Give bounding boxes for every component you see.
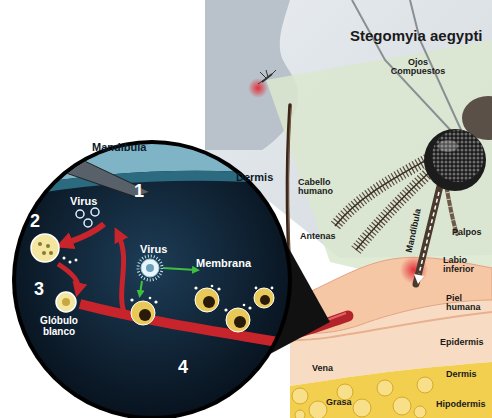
bite-spot [248, 78, 268, 98]
layer-label: Grasa [326, 398, 352, 407]
layer-label: Epidermis [440, 338, 484, 347]
skin-band [0, 0, 300, 190]
virus [138, 256, 162, 280]
part-label: Antenas [300, 232, 336, 241]
mandible-arrowhead [414, 274, 424, 284]
part-label: Virus [140, 244, 167, 256]
layer-label: Hipodermis [436, 400, 486, 409]
part-label: Virus [70, 196, 97, 208]
diagram-title: Stegomyia aegypti [350, 28, 483, 44]
layer-label: Dermis [236, 172, 273, 184]
eye-highlight [438, 140, 458, 152]
part-label: Ojos Compuestos [388, 58, 448, 77]
fat-layer [290, 362, 492, 418]
part-label: Vena [312, 364, 333, 373]
virus-particles [76, 208, 99, 227]
part-label: Piel humana [446, 294, 490, 313]
inset-background [0, 130, 300, 418]
red-arrows [58, 224, 290, 344]
part-label: Labio inferior [443, 256, 489, 275]
callout-number: 2 [30, 212, 40, 231]
mandible-stylet [28, 140, 150, 197]
inset [0, 0, 300, 418]
part-label: Mandíbula [404, 205, 424, 256]
mosquito-palps [446, 185, 457, 234]
callout-number: 1 [134, 182, 144, 201]
dermis-band [0, 171, 300, 200]
mosquito-antennae [335, 158, 434, 250]
infected-cells [131, 288, 274, 332]
callout-number: 4 [178, 358, 188, 377]
white-cell [56, 292, 76, 312]
white-cell [31, 234, 78, 264]
part-label: Mandíbula [92, 142, 146, 154]
compound-eye [432, 130, 484, 182]
part-label: Membrana [196, 258, 251, 270]
small-mosquito [258, 70, 276, 84]
part-label: Palpos [452, 228, 482, 237]
mosquito-head [424, 129, 486, 191]
green-arrows [140, 268, 196, 294]
part-label: Glóbulo blanco [34, 316, 84, 337]
layer-label: Dermis [446, 370, 477, 379]
part-label: Cabello humano [298, 178, 344, 197]
released-virus [130, 285, 273, 312]
mandible-arrow [419, 192, 439, 274]
zoom-cone [266, 40, 492, 300]
proboscis [416, 186, 440, 284]
callout-number: 3 [34, 280, 44, 299]
fat-cells [292, 377, 433, 418]
